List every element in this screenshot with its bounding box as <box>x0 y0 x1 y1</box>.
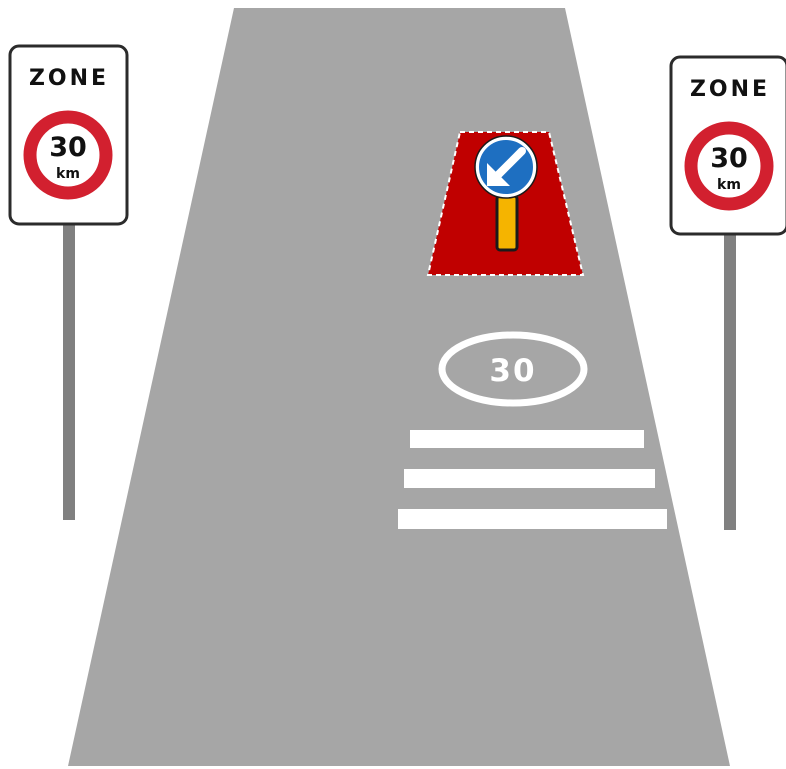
keep-left-sign <box>475 136 537 198</box>
left-sign-pole <box>63 224 75 520</box>
left-sign-label: ZONE <box>29 66 109 91</box>
crossing-stripe <box>404 469 655 488</box>
crossing-stripe <box>398 509 667 529</box>
crossing-stripes <box>398 430 667 529</box>
road <box>68 8 730 766</box>
road-speed-text: 30 <box>489 353 536 389</box>
crossing-stripe <box>410 430 644 448</box>
right-zone-sign: ZONE 30 km <box>671 57 786 530</box>
left-zone-sign: ZONE 30 km <box>10 46 127 520</box>
left-sign-speed: 30 <box>49 132 87 163</box>
right-sign-pole <box>724 234 736 530</box>
right-sign-label: ZONE <box>690 77 770 102</box>
left-sign-unit: km <box>56 166 80 182</box>
right-sign-unit: km <box>717 177 741 193</box>
right-sign-speed: 30 <box>710 143 748 174</box>
bollard-icon <box>497 196 517 250</box>
